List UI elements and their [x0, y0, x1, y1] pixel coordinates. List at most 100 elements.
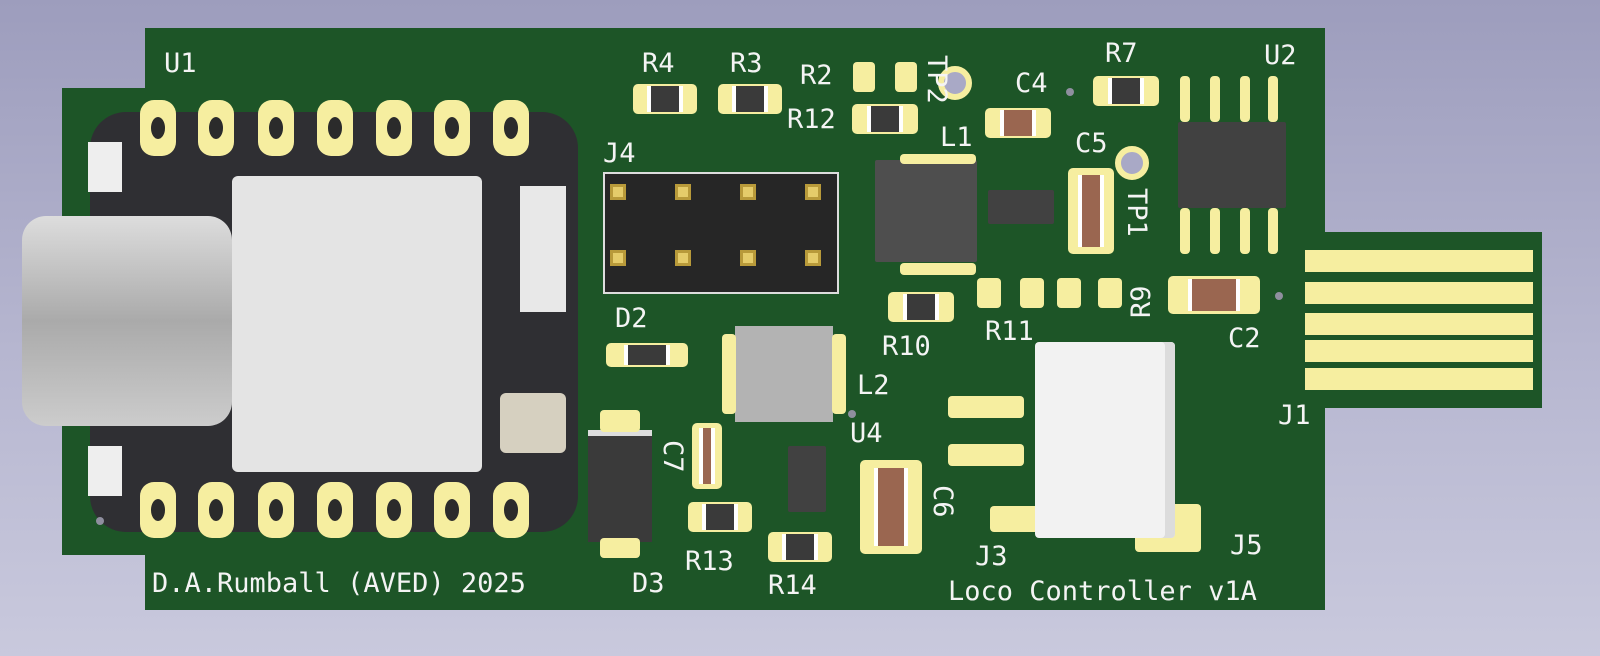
usb-contact — [1305, 368, 1533, 390]
resistor-r13 — [688, 502, 752, 532]
header-pin — [740, 250, 756, 266]
module-pin — [434, 482, 470, 538]
via — [1066, 88, 1074, 96]
d3-pad — [600, 538, 640, 558]
u2-pin — [1240, 76, 1250, 122]
resistor-r12 — [852, 104, 918, 134]
usb-contact — [1305, 313, 1533, 335]
jst-connector — [1035, 342, 1175, 538]
resistor-r14 — [768, 532, 832, 562]
label-d2: D2 — [615, 303, 648, 334]
header-pin — [610, 184, 626, 200]
label-j4: J4 — [603, 138, 636, 169]
resistor-r10 — [888, 292, 954, 322]
label-r9: R9 — [1126, 285, 1157, 318]
via — [848, 410, 856, 418]
resistor-r7 — [1093, 76, 1159, 106]
label-u1: U1 — [164, 48, 197, 79]
label-r2: R2 — [800, 60, 833, 91]
label-r12: R12 — [787, 104, 836, 135]
inductor-l2 — [735, 326, 833, 422]
resistor-r2-pad — [853, 62, 875, 92]
module-pin — [493, 100, 529, 156]
u2-pin — [1240, 208, 1250, 254]
header-pin — [805, 250, 821, 266]
ic-sot23-6 — [988, 190, 1054, 224]
j3-pin — [948, 444, 1024, 466]
test-point-tp2 — [938, 66, 972, 100]
capacitor-c5 — [1068, 168, 1114, 254]
test-point-tp1 — [1115, 146, 1149, 180]
inductor-pad — [722, 334, 736, 414]
module-pin — [434, 100, 470, 156]
inductor-pad — [900, 263, 976, 275]
module-pin — [317, 482, 353, 538]
header-pin — [740, 184, 756, 200]
label-r14: R14 — [768, 570, 817, 601]
usb-contact — [1305, 282, 1533, 304]
header-pin — [675, 250, 691, 266]
pin-header-j4 — [603, 172, 839, 294]
inductor-pad — [900, 154, 976, 164]
usb-c-connector — [22, 216, 232, 426]
capacitor-c2 — [1168, 276, 1260, 314]
r9-pad — [1098, 278, 1122, 308]
d3-pad — [600, 410, 640, 432]
product-text: Loco Controller v1A — [948, 576, 1257, 607]
usb-contact — [1305, 340, 1533, 362]
label-u2: U2 — [1264, 40, 1297, 71]
module-pin — [140, 100, 176, 156]
label-r13: R13 — [685, 546, 734, 577]
diode-d3 — [588, 430, 652, 542]
diode-d2 — [606, 343, 688, 367]
module-pin — [198, 100, 234, 156]
label-c6: C6 — [927, 485, 958, 518]
resistor-r3 — [718, 84, 782, 114]
label-l2: L2 — [857, 370, 890, 401]
u2-pin — [1180, 208, 1190, 254]
label-tp2: TP2 — [921, 55, 952, 104]
header-pin — [675, 184, 691, 200]
r11-pad — [977, 278, 1001, 308]
rf-shield — [232, 176, 482, 472]
label-c2: C2 — [1228, 323, 1261, 354]
ic-u2 — [1178, 122, 1286, 208]
module-pin — [198, 482, 234, 538]
r9-pad — [1057, 278, 1081, 308]
module-pin — [376, 100, 412, 156]
inductor-l1 — [875, 160, 977, 262]
author-text: D.A.Rumball (AVED) 2025 — [152, 568, 526, 599]
label-u4: U4 — [850, 418, 883, 449]
module-pin — [140, 482, 176, 538]
resistor-r4 — [633, 84, 697, 114]
label-l1: L1 — [940, 122, 973, 153]
module-pin — [258, 482, 294, 538]
label-c5: C5 — [1075, 128, 1108, 159]
antenna-connector — [500, 393, 566, 453]
u2-pin — [1210, 76, 1220, 122]
header-pin — [805, 184, 821, 200]
label-c7: C7 — [657, 440, 688, 473]
via — [1275, 292, 1283, 300]
via — [96, 517, 104, 525]
header-pin — [610, 250, 626, 266]
j3-pin — [990, 506, 1040, 532]
label-j3: J3 — [975, 541, 1008, 572]
capacitor-c7 — [692, 423, 722, 489]
button — [88, 142, 122, 192]
module-pin — [493, 482, 529, 538]
r11-pad — [1020, 278, 1044, 308]
label-j1: J1 — [1278, 400, 1311, 431]
label-j5: J5 — [1230, 530, 1263, 561]
label-r11: R11 — [985, 316, 1034, 347]
label-tp1: TP1 — [1121, 188, 1152, 237]
label-r4: R4 — [642, 48, 675, 79]
u2-pin — [1210, 208, 1220, 254]
module-pin — [317, 100, 353, 156]
button — [88, 446, 122, 496]
module-pin — [258, 100, 294, 156]
inductor-pad — [832, 334, 846, 414]
u2-pin — [1268, 76, 1278, 122]
resistor-r2-pad — [895, 62, 917, 92]
capacitor-c4 — [985, 108, 1051, 138]
